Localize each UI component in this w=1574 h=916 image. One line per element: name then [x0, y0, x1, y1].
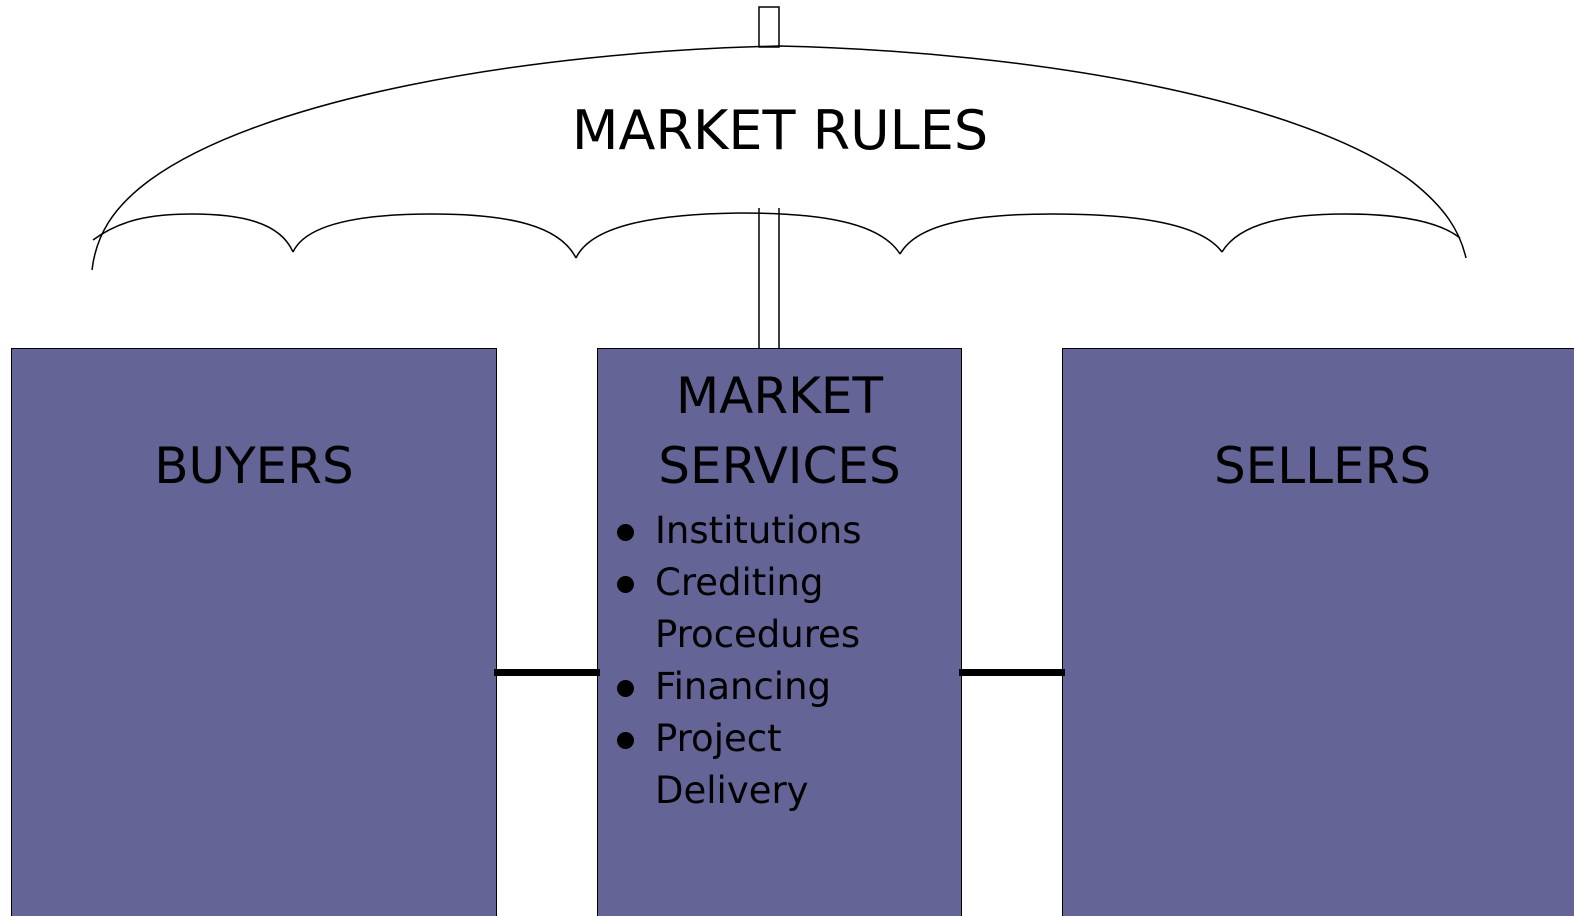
- bullet-icon: [617, 524, 634, 541]
- list-item-text: Financing: [655, 665, 832, 708]
- list-item: Crediting: [598, 557, 862, 609]
- market-services-list: Institutions Crediting Procedures Financ…: [598, 505, 862, 817]
- bullet-icon: [617, 732, 634, 749]
- buyers-services-connector: [494, 669, 600, 676]
- list-item-continuation: Procedures: [598, 609, 862, 661]
- list-item-text: Procedures: [655, 613, 861, 656]
- umbrella-label: MARKET RULES: [571, 99, 989, 162]
- list-item-text: Institutions: [655, 509, 862, 552]
- list-item: Financing: [598, 661, 862, 713]
- umbrella-canopy: [91, 45, 1467, 271]
- market-services-title-line-1: MARKET: [675, 367, 883, 425]
- sellers-box: SELLERS: [1062, 348, 1574, 916]
- list-item-text: Project: [655, 717, 782, 760]
- services-sellers-connector: [959, 669, 1065, 676]
- list-item-continuation: Delivery: [598, 765, 862, 817]
- list-item: Institutions: [598, 505, 862, 557]
- buyers-title: BUYERS: [154, 437, 354, 495]
- bullet-icon: [617, 680, 634, 697]
- sellers-title: SELLERS: [1213, 437, 1432, 495]
- buyers-box: BUYERS: [11, 348, 497, 916]
- umbrella-scallops: [92, 212, 1461, 259]
- list-item-text: Delivery: [655, 769, 809, 812]
- market-services-title-line-2: SERVICES: [658, 437, 901, 495]
- list-item-text: Crediting: [655, 561, 824, 604]
- market-services-box: MARKET SERVICES Institutions Crediting P…: [597, 348, 962, 916]
- bullet-icon: [617, 576, 634, 593]
- umbrella-tip: [758, 6, 780, 48]
- list-item: Project: [598, 713, 862, 765]
